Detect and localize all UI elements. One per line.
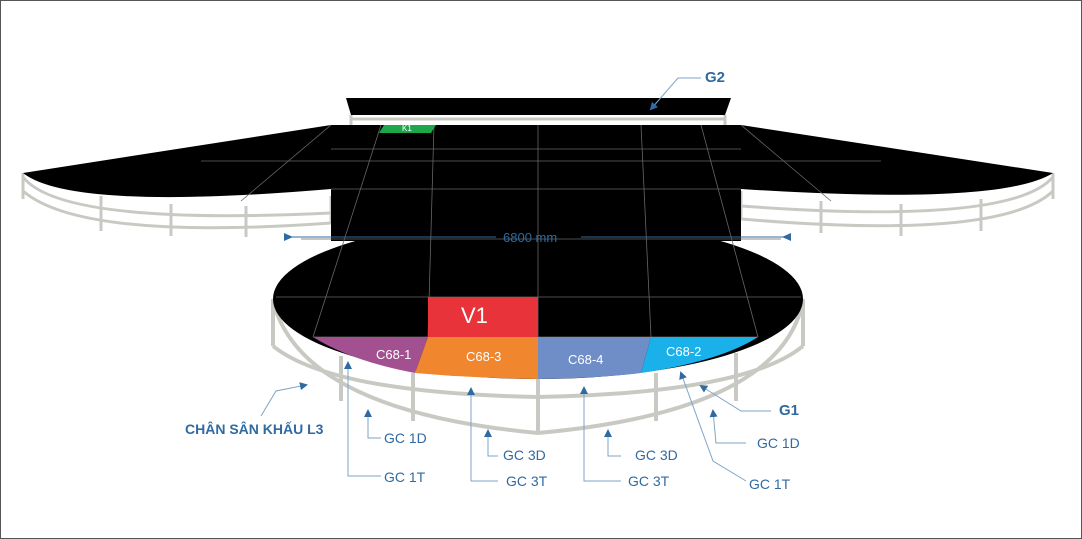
label-gc1t-right: GC 1T [749,476,791,492]
tile-c68-3-label: C68-3 [466,349,502,364]
wing-frames [21,173,1055,237]
tile-c68-1-label: C68-1 [376,347,412,362]
label-stage-legs: CHÂN SÂN KHẤU L3 [185,421,324,437]
tile-c68-3 [415,337,538,379]
label-gc3d-left: GC 3D [503,447,546,463]
label-gc3t-left: GC 3T [506,473,548,489]
tile-c68-2-label: C68-2 [666,344,702,359]
tile-v1 [428,297,538,337]
tile-c68-4 [538,337,651,379]
tile-v1-label: V1 [461,303,488,328]
dimension-label: 6800 mm [503,230,558,245]
label-gc1d-left: GC 1D [384,430,427,446]
label-g2: G2 [705,69,726,86]
tile-k1-label: K1 [402,124,412,133]
tile-c68-4-label: C68-4 [568,352,604,367]
back-platform [346,98,731,125]
label-gc3d-right: GC 3D [635,447,678,463]
dimension-line [284,233,791,241]
label-gc3t-right: GC 3T [628,473,670,489]
label-gc1d-right: GC 1D [757,435,800,451]
annotation-leaders [260,77,771,482]
tile-k1 [379,125,436,133]
label-g1: G1 [779,402,800,419]
front-frame [271,299,805,436]
label-gc1t-left: GC 1T [384,469,426,485]
tile-c68-1 [313,337,428,373]
tile-c68-2 [641,337,758,373]
